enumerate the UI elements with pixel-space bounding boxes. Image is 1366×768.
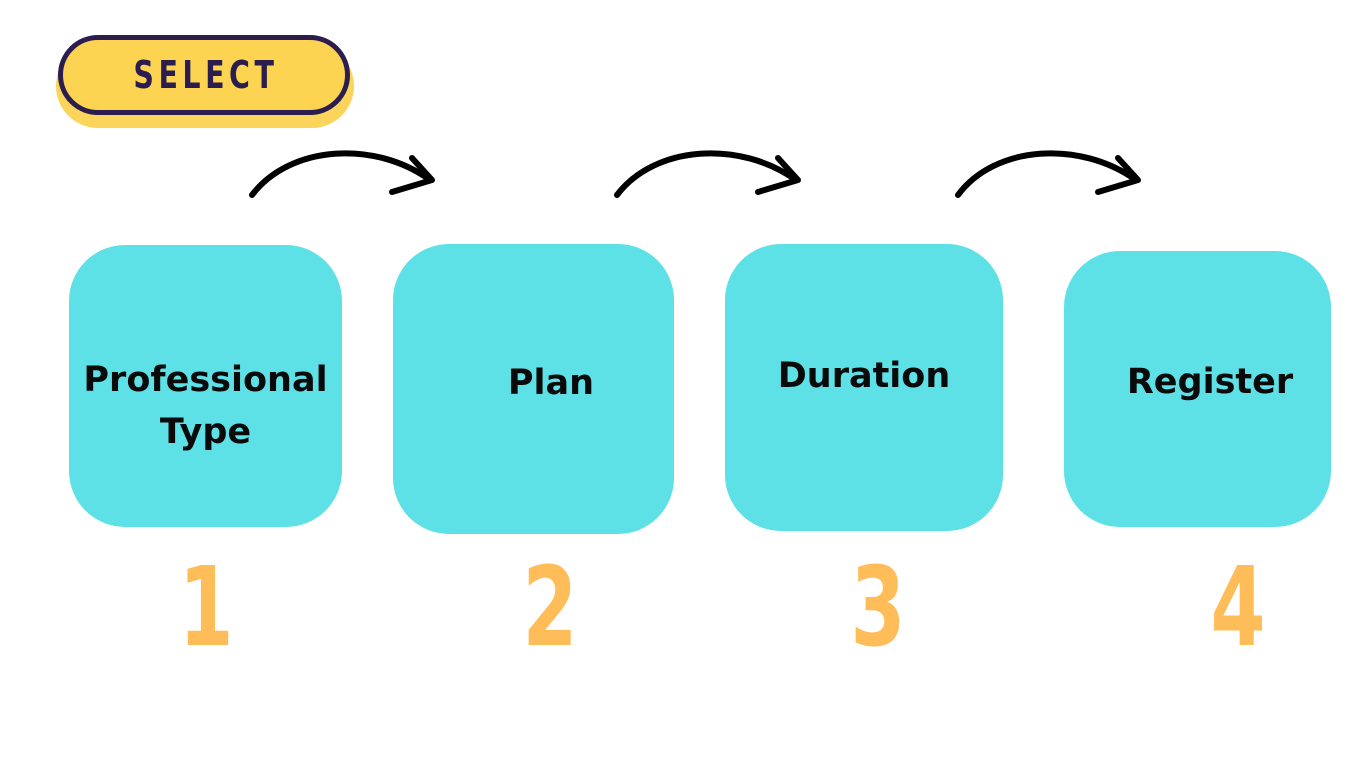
select-pill: SELECT [58, 35, 350, 115]
step-box-plan: Plan [393, 244, 674, 534]
step-label: Plan [507, 362, 595, 403]
step-label: Duration [777, 356, 951, 397]
arrow-step1-to-step2 [249, 150, 435, 198]
step-number-1: 1 [178, 543, 234, 671]
arrow-step3-to-step4 [955, 150, 1141, 198]
step-number-3: 3 [850, 543, 906, 671]
step-label: Register [1126, 361, 1294, 402]
step-number-4: 4 [1210, 543, 1266, 671]
step-box-duration: Duration [725, 244, 1003, 531]
select-label: SELECT [133, 53, 279, 97]
arrow-step2-to-step3 [614, 150, 801, 198]
step-label: Professional Type [83, 359, 328, 453]
step-box-professional-type: Professional Type [69, 245, 342, 527]
step-box-register: Register [1064, 251, 1331, 527]
step-number-2: 2 [522, 543, 578, 671]
